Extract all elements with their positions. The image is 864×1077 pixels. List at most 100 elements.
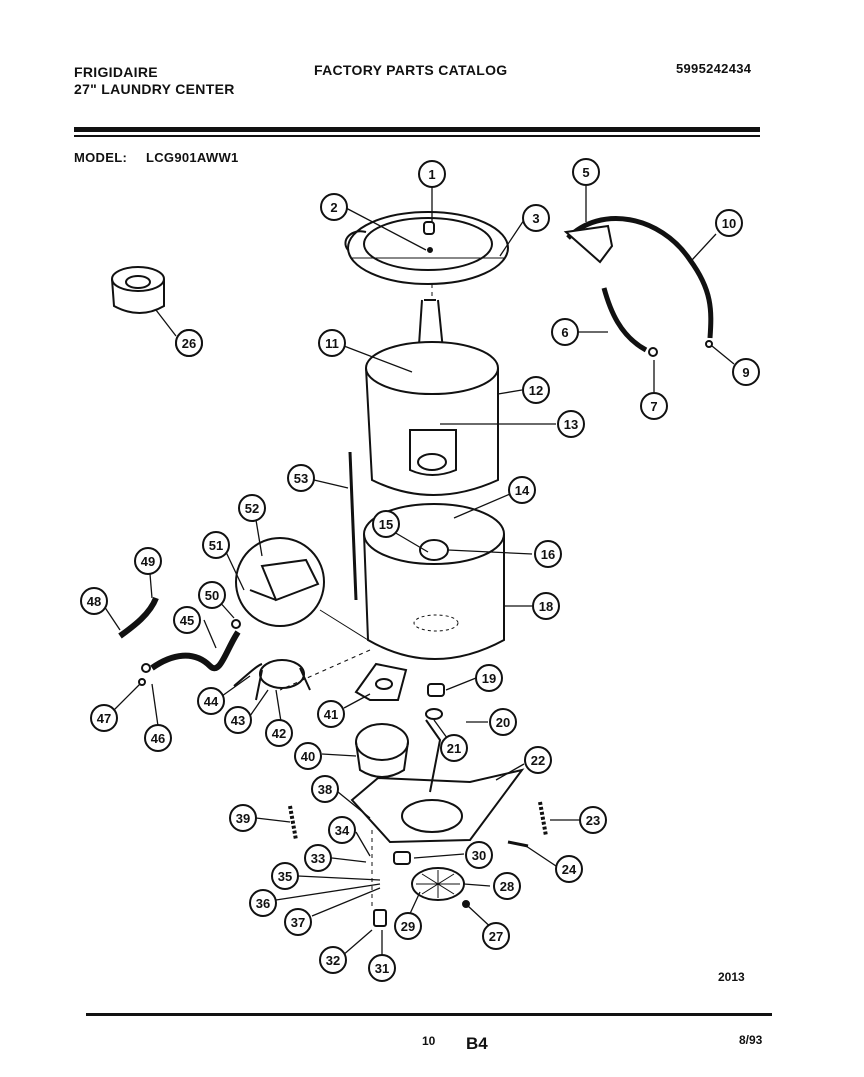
callout-bubble	[368, 954, 396, 982]
callout-bubble	[175, 329, 203, 357]
callout-bubble	[320, 193, 348, 221]
callout-group: 1235679101112131415161819202122232425262…	[80, 158, 760, 982]
callout-number: 43	[231, 713, 245, 728]
drive-pulley-part	[411, 867, 465, 901]
callout-bubble	[489, 708, 517, 736]
callout-bubble	[508, 476, 536, 504]
drain-hose-part	[118, 596, 159, 639]
callout-bubble	[90, 704, 118, 732]
pump-part	[233, 659, 311, 701]
callout-number: 38	[318, 782, 332, 797]
spring-right-part	[538, 801, 548, 837]
callout-number: 32	[326, 953, 340, 968]
callout-number: 30	[472, 848, 486, 863]
callout-bubble	[534, 540, 562, 568]
callout-bubble	[440, 734, 468, 762]
date-code: 8/93	[739, 1033, 763, 1047]
callout-number: 48	[87, 594, 101, 609]
tube-part	[348, 451, 358, 601]
screw-part	[462, 900, 470, 908]
callout-number: 31	[375, 961, 389, 976]
bolt-part	[507, 840, 529, 848]
header-rule-thin	[74, 135, 760, 137]
callout-number: 3	[532, 211, 539, 226]
leader-lines	[103, 186, 735, 958]
callout-number: 1	[428, 167, 435, 182]
callout-bubble	[284, 908, 312, 936]
callout-number: 14	[515, 483, 530, 498]
callout-number: 42	[272, 726, 286, 741]
model-label: MODEL:	[74, 150, 128, 165]
callout-number: 26	[182, 336, 196, 351]
callout-number: 19	[482, 671, 496, 686]
callout-number: 35	[278, 869, 292, 884]
callout-number: 27	[489, 929, 503, 944]
motor-part	[355, 723, 409, 778]
callout-bubble	[197, 687, 225, 715]
callout-number: 11	[325, 336, 339, 351]
callout-bubble	[579, 806, 607, 834]
callout-bubble	[372, 510, 400, 538]
callout-bubble	[294, 742, 322, 770]
spin-basket-part	[365, 341, 499, 496]
clamp-part	[141, 663, 151, 673]
callout-bubble	[557, 410, 585, 438]
callout-bubble	[493, 872, 521, 900]
callout-number: 40	[301, 749, 315, 764]
callout-bubble	[80, 587, 108, 615]
callout-bubble	[394, 912, 422, 940]
callout-bubble	[482, 922, 510, 950]
model-number: LCG901AWW1	[146, 150, 239, 165]
callout-bubble	[465, 841, 493, 869]
header-rule	[74, 127, 760, 132]
callout-bubble	[238, 494, 266, 522]
base-frame-part	[350, 719, 525, 844]
detail-inset	[235, 537, 369, 641]
footer-rule	[86, 1013, 772, 1016]
catalog-number: 5995242434	[676, 61, 752, 76]
callout-number: 2	[330, 200, 337, 215]
callout-bubble	[732, 358, 760, 386]
callout-bubble	[249, 889, 277, 917]
callout-bubble	[522, 204, 550, 232]
bushing-part	[393, 851, 411, 865]
callout-number: 15	[379, 517, 393, 532]
callout-number: 44	[204, 694, 219, 709]
callout-bubble	[418, 160, 446, 188]
callout-bubble	[271, 862, 299, 890]
callout-number: 7	[650, 399, 657, 414]
callout-number: 41	[324, 707, 338, 722]
callout-bubble	[318, 329, 346, 357]
callout-bubble	[551, 318, 579, 346]
spring-left-part	[288, 805, 298, 841]
callout-bubble	[144, 724, 172, 752]
callout-number: 9	[742, 365, 749, 380]
filter-cap-part	[111, 266, 165, 314]
callout-number: 28	[500, 879, 514, 894]
page-number: 10	[422, 1034, 436, 1048]
callout-number: 37	[291, 915, 305, 930]
callout-bubble	[224, 706, 252, 734]
pulley-housing-part	[354, 662, 408, 701]
callout-number: 51	[209, 538, 223, 553]
callout-bubble	[134, 547, 162, 575]
callout-bubble	[475, 664, 503, 692]
clip-part	[231, 619, 241, 629]
callout-bubble	[287, 464, 315, 492]
callout-number: 22	[531, 753, 545, 768]
callout-number: 23	[586, 813, 600, 828]
washer-part	[425, 708, 443, 720]
callout-bubble	[198, 581, 226, 609]
section-code: B4	[466, 1034, 488, 1053]
callout-bubble	[572, 158, 600, 186]
callout-number: 34	[335, 823, 350, 838]
callout-number: 47	[97, 711, 111, 726]
callout-number: 36	[256, 896, 270, 911]
callout-number: 21	[447, 741, 461, 756]
clamp-part-small	[138, 678, 146, 686]
callout-number: 20	[496, 715, 510, 730]
callout-number: 5	[582, 165, 589, 180]
callout-number: 16	[541, 547, 555, 562]
callout-number: 13	[564, 417, 578, 432]
